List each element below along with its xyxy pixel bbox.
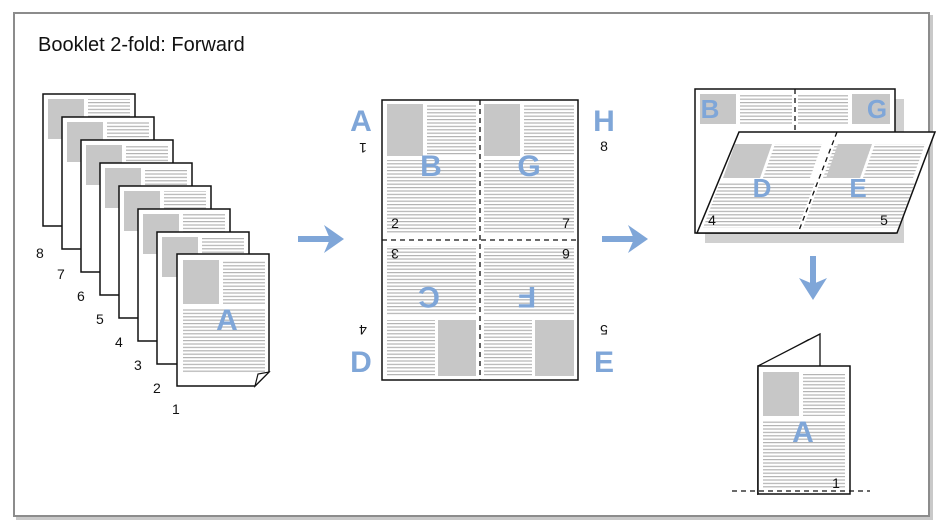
sheet-panel-letter: B: [420, 150, 442, 183]
stack-page-number: 4: [115, 334, 123, 350]
sheet-page-number: 8: [600, 138, 608, 154]
booklet-letter: A: [792, 416, 814, 449]
sheet-page-number: 1: [359, 140, 367, 156]
stack-page-number: 8: [36, 245, 44, 261]
fold-front-letter: D: [753, 173, 772, 203]
stack-page-1: A: [176, 253, 271, 388]
diagram-title: Booklet 2-fold: Forward: [38, 34, 245, 56]
fold-page-number: 5: [880, 212, 888, 228]
stack-page-number: 7: [57, 266, 65, 282]
sheet-page-number: 2: [391, 215, 399, 231]
sheet-corner-letter: E: [594, 346, 614, 379]
arrow-down-icon: [799, 256, 827, 300]
arrow-right-icon: [298, 225, 344, 253]
sheet-page-number: 5: [600, 322, 608, 338]
stack-page-number: 2: [153, 380, 161, 396]
printed-sheet: A H D E B G C F 1 8 2 7 3 6 4 5: [350, 99, 615, 381]
sheet-panel-letter: C: [418, 280, 440, 313]
fold-front-letter: E: [849, 173, 866, 203]
booklet-page-number: 1: [832, 475, 840, 491]
sheet-page-number: 4: [359, 322, 367, 338]
sheet-page-number: 3: [391, 246, 399, 262]
sheet-corner-letter: H: [593, 105, 615, 138]
fold-page-number: 4: [708, 212, 716, 228]
stack-page-number: 1: [172, 401, 180, 417]
page-stack: A 8 7 6 5 4 3 2 1: [36, 93, 271, 417]
sheet-page-number: 7: [562, 215, 570, 231]
arrow-right-icon: [602, 225, 648, 253]
fold-back-letter: B: [701, 94, 720, 124]
sheet-panel-letter: G: [517, 150, 540, 183]
fold-back-letter: G: [867, 94, 887, 124]
stack-page-number: 3: [134, 357, 142, 373]
sheet-corner-letter: A: [350, 105, 372, 138]
finished-booklet: A 1: [732, 332, 870, 496]
stack-page-number: 6: [77, 288, 85, 304]
sheet-panel-letter: F: [518, 280, 536, 313]
folded-sheet: B G D E 4 5: [694, 88, 937, 243]
stack-page-number: 5: [96, 311, 104, 327]
stack-front-letter: A: [216, 304, 238, 337]
sheet-page-number: 6: [562, 246, 570, 262]
sheet-corner-letter: D: [350, 346, 372, 379]
